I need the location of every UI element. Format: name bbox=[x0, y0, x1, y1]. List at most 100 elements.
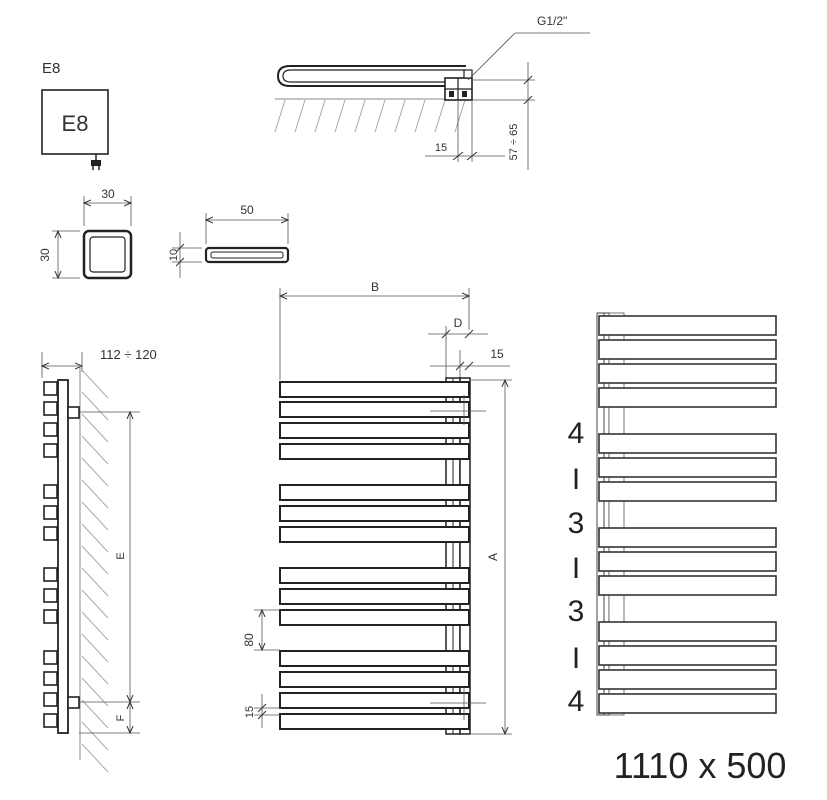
square-profile: 30 30 bbox=[38, 187, 133, 280]
group-count-7: 4 bbox=[568, 685, 585, 718]
flat-width-label: 50 bbox=[240, 203, 254, 217]
render-bar-13 bbox=[598, 669, 777, 690]
size-label: 1110 x 500 bbox=[614, 745, 787, 786]
render-bar-2 bbox=[598, 339, 777, 360]
group-gap-label: 80 bbox=[242, 633, 256, 647]
front-bar-5 bbox=[279, 484, 470, 501]
side-bar-end-3 bbox=[43, 422, 58, 437]
front-bar-9 bbox=[279, 588, 470, 605]
side-bar-end-13 bbox=[43, 692, 58, 707]
front-bar-14 bbox=[279, 713, 470, 730]
render-bars bbox=[598, 315, 777, 714]
flat-height-label: 10 bbox=[168, 249, 180, 261]
e-dimension-label: E bbox=[115, 552, 127, 559]
group-count-4: I bbox=[572, 552, 580, 585]
front-bar-8 bbox=[279, 567, 470, 584]
front-view: B D 15 A 80 bbox=[242, 280, 512, 734]
side-view: 112 ÷ 120 E F bbox=[42, 347, 157, 773]
hatch-line bbox=[81, 699, 109, 729]
front-bar-11 bbox=[279, 650, 470, 667]
top-view: G1/2" 15 57 ÷ 65 bbox=[274, 14, 590, 170]
front-bar-13 bbox=[279, 692, 470, 709]
render-bar-4 bbox=[598, 387, 777, 408]
thermostat-box-label: E8 bbox=[62, 111, 89, 136]
front-bar-3 bbox=[279, 422, 470, 439]
side-bar-end-5 bbox=[43, 484, 58, 499]
wall-hatch-top bbox=[274, 98, 470, 133]
square-width-label: 30 bbox=[101, 187, 115, 201]
depth-label: 112 ÷ 120 bbox=[100, 347, 157, 362]
hatch-line bbox=[81, 633, 109, 663]
d-dimension-label: D bbox=[454, 316, 463, 330]
wall-distance-label: 57 ÷ 65 bbox=[508, 124, 520, 161]
bar-gap-label: 15 bbox=[244, 706, 256, 718]
render-bar-9 bbox=[598, 551, 777, 572]
render-bar-5 bbox=[598, 433, 777, 454]
side-bar-end-1 bbox=[43, 381, 58, 396]
side-bar-ends bbox=[43, 381, 58, 728]
wall-hatch-side bbox=[81, 369, 109, 773]
front-bar-2 bbox=[279, 401, 470, 418]
hatch-line bbox=[81, 435, 109, 465]
hatch-line bbox=[81, 743, 109, 773]
hatch-line bbox=[81, 457, 109, 487]
render-bar-11 bbox=[598, 621, 777, 642]
hatch-line bbox=[81, 589, 109, 619]
side-bar-end-11 bbox=[43, 650, 58, 665]
b-dimension-label: B bbox=[371, 280, 379, 294]
render-bar-1 bbox=[598, 315, 777, 336]
render-bar-6 bbox=[598, 457, 777, 478]
hatch-line bbox=[81, 391, 109, 421]
front-bar-7 bbox=[279, 526, 470, 543]
front-bar-6 bbox=[279, 505, 470, 522]
side-bar-end-6 bbox=[43, 505, 58, 520]
thermostat-box bbox=[41, 89, 109, 155]
front-bar-1 bbox=[279, 381, 470, 398]
plug-icon bbox=[91, 154, 101, 170]
f-dimension-label: F bbox=[115, 714, 127, 721]
thread-size-label: G1/2" bbox=[537, 14, 567, 28]
hatch-line bbox=[81, 413, 109, 443]
front-offset-label: 15 bbox=[490, 347, 504, 361]
render-bar-8 bbox=[598, 527, 777, 548]
side-bar-end-10 bbox=[43, 609, 58, 624]
square-height-label: 30 bbox=[38, 248, 52, 262]
hatch-line bbox=[81, 677, 109, 707]
render-bar-12 bbox=[598, 645, 777, 666]
front-bar-12 bbox=[279, 671, 470, 688]
hatch-line bbox=[81, 721, 109, 751]
group-count-1: 4 bbox=[568, 417, 585, 450]
hatch-line bbox=[81, 611, 109, 641]
group-count-5: 3 bbox=[568, 595, 585, 628]
offset-15-label: 15 bbox=[435, 142, 447, 154]
front-bar-4 bbox=[279, 443, 470, 460]
hatch-line bbox=[81, 655, 109, 685]
side-bar-end-7 bbox=[43, 526, 58, 541]
flat-profile: 50 10 bbox=[168, 203, 290, 278]
hatch-line bbox=[81, 479, 109, 509]
hatch-line bbox=[81, 501, 109, 531]
side-bar-end-2 bbox=[43, 401, 58, 416]
side-bar-end-4 bbox=[43, 443, 58, 458]
hatch-line bbox=[81, 369, 109, 399]
a-dimension-label: A bbox=[486, 553, 500, 561]
side-bar-end-8 bbox=[43, 567, 58, 582]
thermostat-heading: E8 bbox=[42, 60, 60, 77]
group-count-2: I bbox=[572, 463, 580, 496]
hatch-line bbox=[81, 523, 109, 553]
side-bar-end-14 bbox=[43, 713, 58, 728]
group-count-3: 3 bbox=[568, 507, 585, 540]
thermostat-group: E8 E8 bbox=[41, 60, 109, 170]
render-bar-14 bbox=[598, 693, 777, 714]
hatch-line bbox=[81, 545, 109, 575]
side-bar-end-12 bbox=[43, 671, 58, 686]
front-bar-10 bbox=[279, 609, 470, 626]
hatch-line bbox=[81, 567, 109, 597]
group-count-6: I bbox=[572, 642, 580, 675]
render-bar-7 bbox=[598, 481, 777, 502]
side-bar-end-9 bbox=[43, 588, 58, 603]
front-bars bbox=[279, 381, 470, 730]
